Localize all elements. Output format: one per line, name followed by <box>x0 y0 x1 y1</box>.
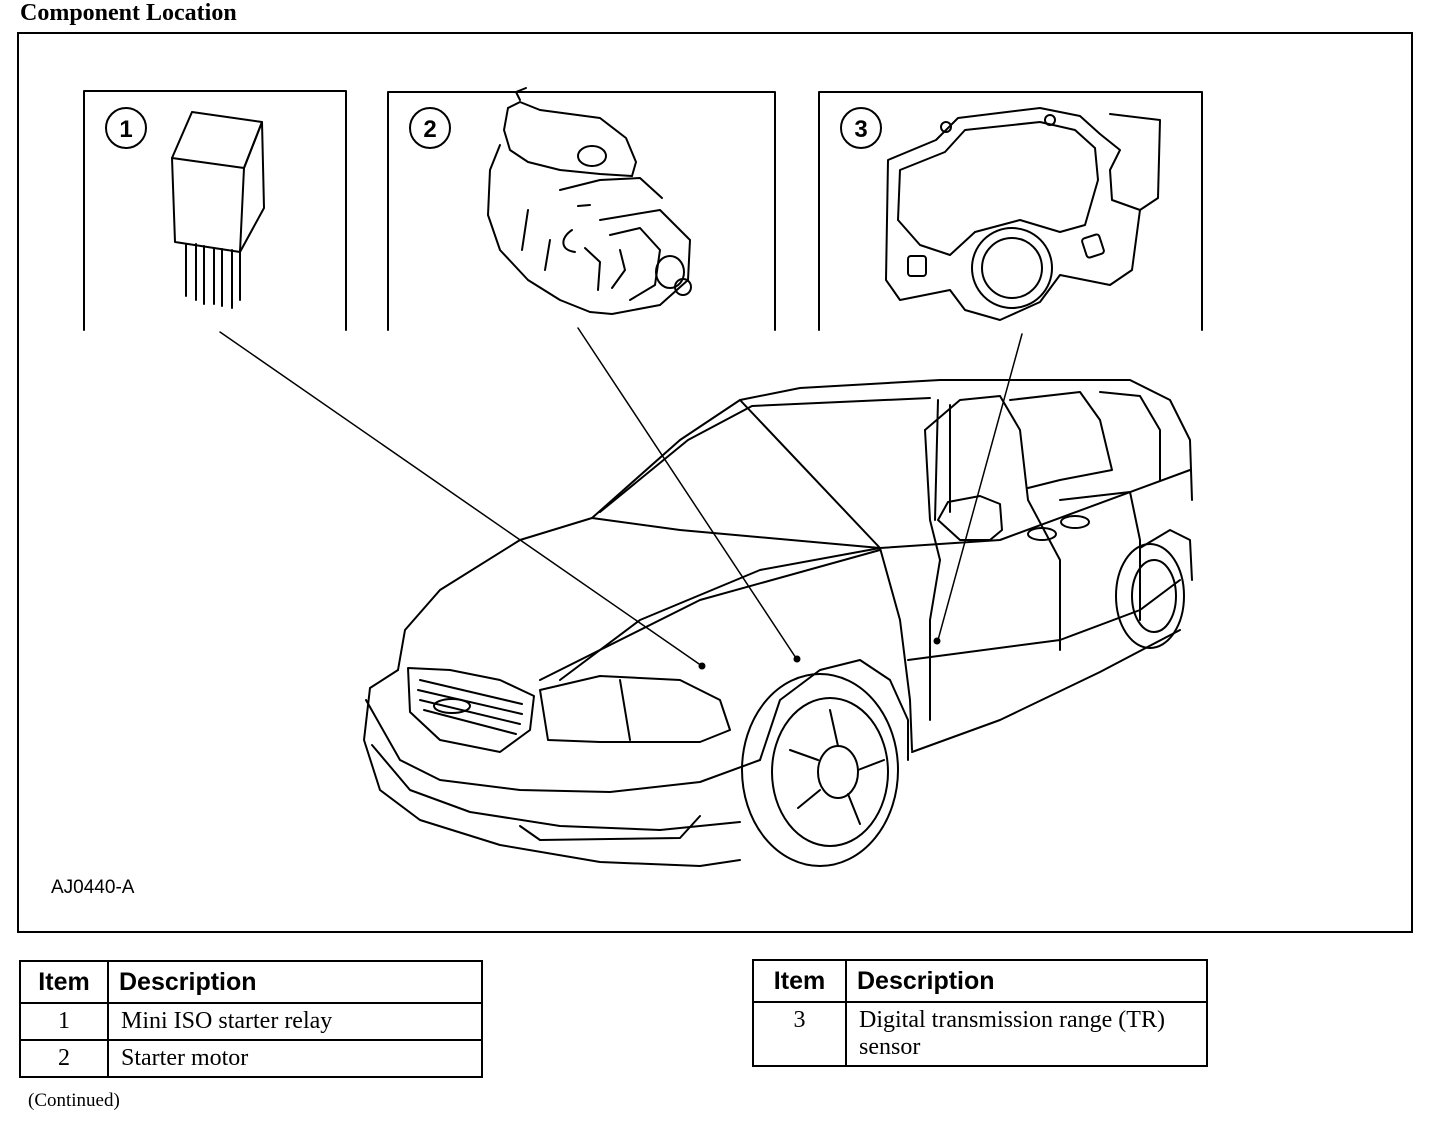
leader-target-1 <box>698 662 706 670</box>
table-header-row: Item Description <box>752 959 1208 1003</box>
column-header-description: Description <box>107 960 483 1004</box>
starter-motor-icon <box>487 87 692 315</box>
item-description: Starter motor <box>107 1039 483 1078</box>
column-header-description: Description <box>845 959 1208 1003</box>
column-header-item: Item <box>19 960 109 1004</box>
relay-icon <box>171 111 265 309</box>
tr-sensor-icon <box>885 107 1161 321</box>
legend-table-left: Item Description 1 Mini ISO starter rela… <box>19 960 483 1078</box>
item-description: Digital transmission range (TR) sensor <box>845 1001 1208 1067</box>
item-number: 3 <box>752 1001 847 1067</box>
page-title: Component Location <box>20 0 237 26</box>
column-header-item: Item <box>752 959 847 1003</box>
table-row: 3 Digital transmission range (TR) sensor <box>752 1001 1208 1067</box>
item-number: 2 <box>19 1039 109 1078</box>
leader-line-1 <box>219 331 703 667</box>
item-description: Mini ISO starter relay <box>107 1002 483 1041</box>
leader-target-3 <box>933 637 941 645</box>
inset-panel-3 <box>818 91 1203 331</box>
legend-table-right: Item Description 3 Digital transmission … <box>752 959 1208 1067</box>
callout-2-number: 2 <box>423 116 436 143</box>
minivan-illustration <box>363 379 1193 867</box>
inset-panel-1 <box>83 90 347 331</box>
continued-note: (Continued) <box>28 1090 120 1111</box>
callout-2: 2 <box>409 107 451 149</box>
item-number: 1 <box>19 1002 109 1041</box>
table-row: 2 Starter motor <box>19 1039 483 1078</box>
callout-3: 3 <box>840 107 882 149</box>
figure-id: AJ0440-A <box>51 877 135 898</box>
leader-line-2 <box>577 327 797 659</box>
leader-line-3 <box>937 333 1023 641</box>
diagram-frame <box>17 32 1413 933</box>
leader-target-2 <box>793 655 801 663</box>
table-row: 1 Mini ISO starter relay <box>19 1002 483 1041</box>
callout-1-number: 1 <box>119 116 132 143</box>
inset-panel-2 <box>387 91 776 331</box>
callout-3-number: 3 <box>854 116 867 143</box>
table-header-row: Item Description <box>19 960 483 1004</box>
callout-1: 1 <box>105 107 147 149</box>
